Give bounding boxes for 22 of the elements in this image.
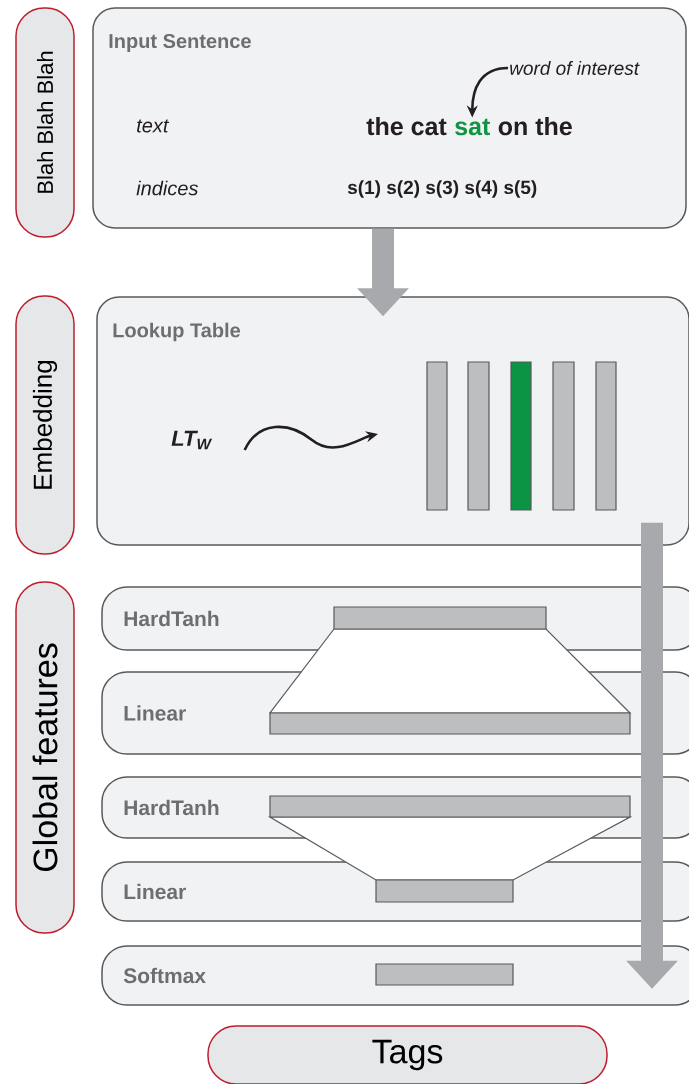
side-label: Blah Blah Blah bbox=[15, 7, 75, 238]
sentence-word: on the bbox=[498, 116, 572, 136]
row-label: text bbox=[137, 119, 170, 133]
vector-bar bbox=[375, 879, 514, 903]
vector-bar bbox=[333, 606, 547, 630]
index-row: s(1) s(2) s(3) s(4) s(5) bbox=[347, 180, 537, 198]
vector-bar bbox=[269, 712, 631, 735]
highlighted-word: sat bbox=[455, 118, 490, 136]
annotation: word of interest bbox=[510, 61, 640, 75]
vector-bar bbox=[467, 361, 490, 511]
vector-bar bbox=[510, 361, 532, 511]
vector-bar bbox=[375, 963, 514, 986]
side-label: Embedding bbox=[15, 295, 75, 555]
vector-bar bbox=[269, 795, 631, 818]
vector-bar bbox=[552, 361, 575, 511]
side-label: Global features bbox=[15, 581, 75, 934]
vector-bar bbox=[426, 361, 448, 511]
output-label: Tags bbox=[207, 1025, 608, 1084]
formula-label: LT$_{W}$ bbox=[171, 430, 213, 450]
sentence-word: the cat bbox=[366, 116, 447, 136]
vector-bar bbox=[595, 361, 617, 511]
row-label: indices bbox=[136, 180, 198, 196]
